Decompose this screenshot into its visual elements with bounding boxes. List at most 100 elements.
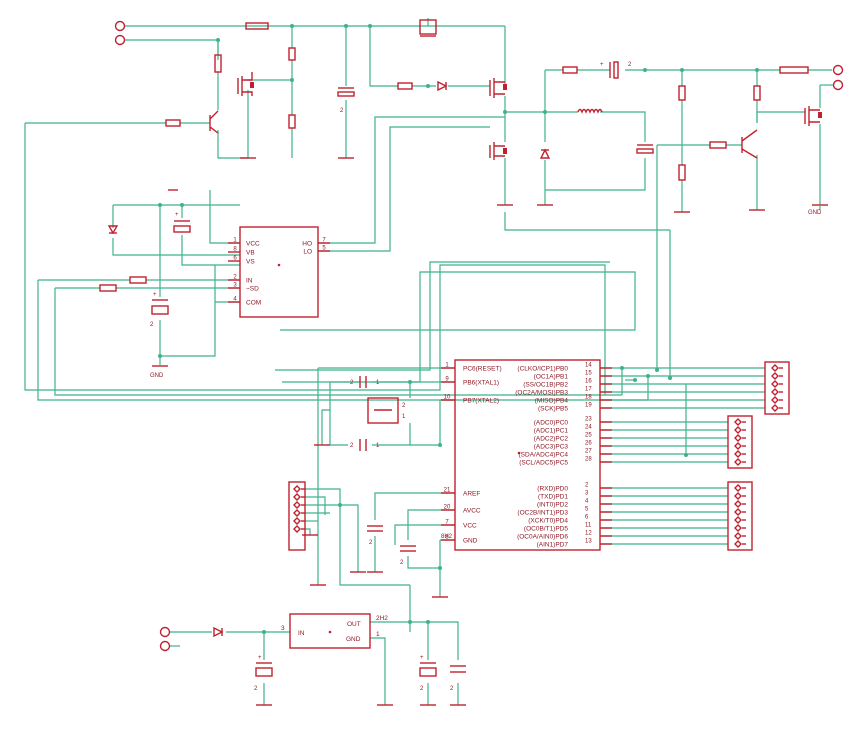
resistor-r13 xyxy=(129,276,147,284)
gnd-label-output: GND xyxy=(808,210,822,216)
crystal-pin-a: 2 xyxy=(402,403,406,409)
pin-name: IN xyxy=(246,278,253,285)
pin-number: 14 xyxy=(585,363,592,369)
reg-in-num: 3 xyxy=(281,625,285,632)
pin-number: 10 xyxy=(444,395,451,401)
connector-portc xyxy=(727,415,753,469)
connector-pin xyxy=(734,532,742,540)
pin-number: 1 xyxy=(233,238,237,244)
resistor-r8 xyxy=(779,66,809,74)
svg-text:2: 2 xyxy=(150,322,154,328)
pin-number: 11 xyxy=(585,523,592,529)
pin-name: (OC0B/T1)PD5 xyxy=(524,526,568,533)
connector-pin xyxy=(734,500,742,508)
pin-name: VB xyxy=(246,250,255,257)
svg-text:1: 1 xyxy=(376,380,380,386)
pin-name: (MISO)PB4 xyxy=(535,398,569,405)
diodes xyxy=(107,80,551,638)
svg-text:1: 1 xyxy=(376,443,380,449)
svg-text:2: 2 xyxy=(350,380,354,386)
diode-d4 xyxy=(213,626,224,638)
pin-name: (RXD)PD0 xyxy=(537,486,568,493)
pin-name: (OC1A)PB1 xyxy=(534,374,569,381)
pin-number: 20 xyxy=(444,505,451,511)
mosfet-q3 xyxy=(489,142,507,160)
pin-number: 16 xyxy=(585,379,592,385)
pin-name: PB7(XTAL2) xyxy=(463,398,499,405)
gnd-label-driver: GND xyxy=(150,373,164,379)
capacitor-c9: 2 xyxy=(367,525,383,546)
pin-name: PC6(RESET) xyxy=(463,366,502,373)
junctions xyxy=(158,24,759,634)
resistor-r4 xyxy=(288,114,296,129)
crystal-pin-b: 1 xyxy=(402,414,406,420)
pin-name: (ADC3)PC3 xyxy=(534,444,569,451)
pin-number: 25 xyxy=(585,433,592,439)
pin-number: 12 xyxy=(585,531,592,537)
capacitors: 2 + 2 + + 2 2 xyxy=(150,19,654,692)
svg-text:2: 2 xyxy=(340,108,344,114)
terminal-out-2 xyxy=(832,79,844,91)
diode-d1 xyxy=(437,80,448,92)
connector-pin xyxy=(293,509,301,517)
mosfet-q5 xyxy=(804,106,822,126)
pin-name: VCC xyxy=(246,241,260,248)
pin-name: (XCK/T0)PD4 xyxy=(528,518,568,525)
pin-number: 5 xyxy=(585,507,589,513)
pin-number: 1 xyxy=(445,363,449,369)
pin-number: 2 xyxy=(585,483,589,489)
pin-number: 5 xyxy=(322,246,326,252)
connector-pin xyxy=(771,364,779,372)
capacitor-c13: 2 xyxy=(450,665,466,692)
pin-name: (SDA/ADC4)PC4 xyxy=(519,452,569,459)
connector-pin xyxy=(293,501,301,509)
npn-q1 xyxy=(209,110,219,134)
grounds: GND GND xyxy=(150,157,828,706)
pin-name: VCC xyxy=(463,523,477,530)
svg-text:2: 2 xyxy=(628,62,632,68)
mosfet-q-high xyxy=(237,72,254,96)
pin-name: COM xyxy=(246,300,261,307)
transistors xyxy=(209,72,822,160)
resistor-r9 xyxy=(678,85,686,101)
terminal-psu-in xyxy=(159,626,171,638)
reg-out-num: 2H2 xyxy=(376,615,388,622)
pin-name: (ADC0)PC0 xyxy=(534,420,569,427)
pin-number: 7 xyxy=(322,238,326,244)
resistor-r14 xyxy=(99,284,117,292)
connector-pin xyxy=(734,484,742,492)
mosfet-q2 xyxy=(489,78,507,98)
terminal-psu-gnd xyxy=(159,640,171,652)
connector-pin xyxy=(734,508,742,516)
connector-portd xyxy=(727,481,753,551)
connector-pin xyxy=(734,492,742,500)
pin-number: 24 xyxy=(585,425,592,431)
pin-number: 7 xyxy=(445,520,449,526)
mcu-gnd-extra: 8H2 xyxy=(441,534,453,540)
pin-number: 9 xyxy=(445,377,449,383)
resistor-r3 xyxy=(288,47,296,61)
pin-number: 13 xyxy=(585,539,592,545)
capacitor-c11: + 2 xyxy=(254,655,273,692)
pin-number: 8 xyxy=(233,247,237,253)
pin-name: AREF xyxy=(463,491,480,498)
pin-number: 6 xyxy=(585,515,589,521)
capacitor-c8: 2 1 xyxy=(350,439,380,451)
capacitor-c3: + 2 xyxy=(600,61,632,79)
connector-pin xyxy=(293,485,301,493)
resistor-r12 xyxy=(709,141,727,149)
connector-pin xyxy=(734,458,742,466)
pin-number: 17 xyxy=(585,387,592,393)
capacitor-c5: + xyxy=(173,212,191,233)
connector-pin xyxy=(771,388,779,396)
terminal-vin-top xyxy=(114,20,126,32)
resistor-r5 xyxy=(397,82,413,90)
pin-name: LO xyxy=(303,249,312,256)
pin-number: 4 xyxy=(585,499,589,505)
reg-gnd-label: GND xyxy=(346,636,361,643)
pin-number: 26 xyxy=(585,441,592,447)
terminal-out-top xyxy=(832,64,844,76)
pin-name: PB6(XTAL1) xyxy=(463,380,499,387)
